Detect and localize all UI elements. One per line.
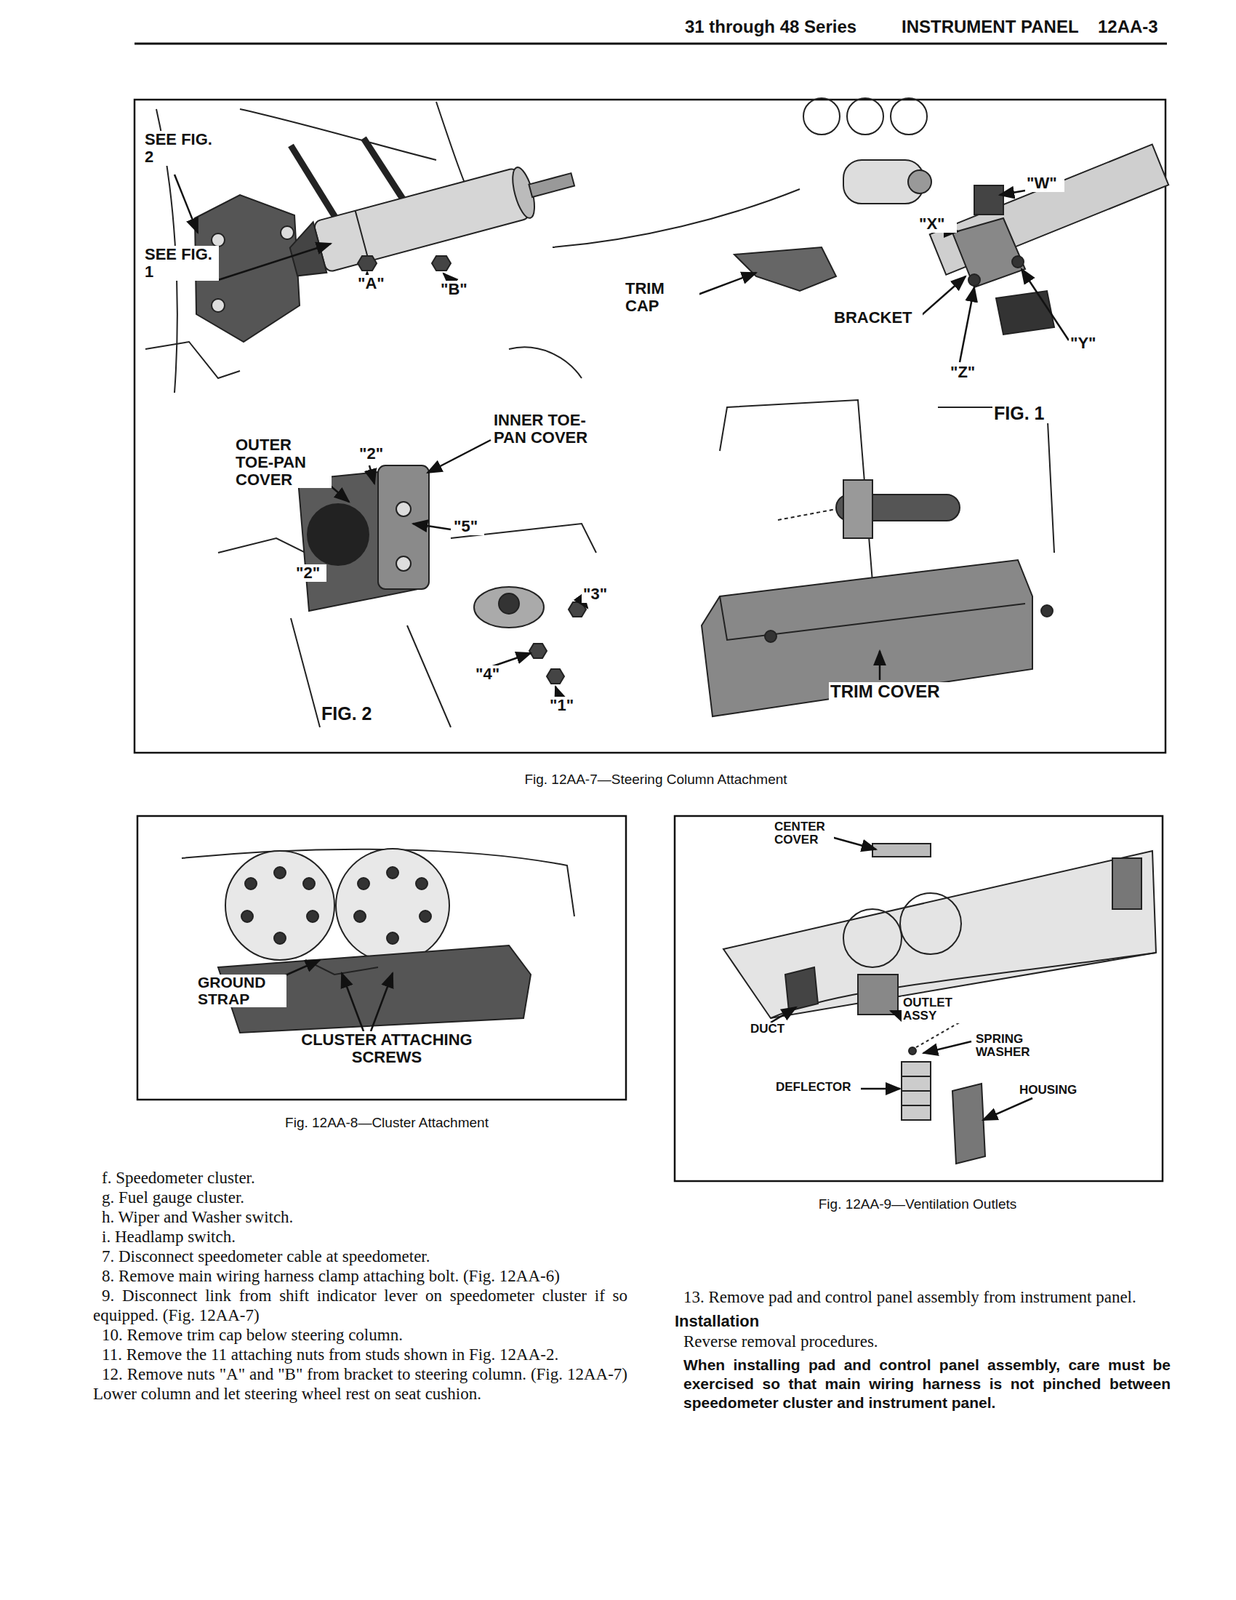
page-number: 12AA-3 [1096,17,1173,37]
step-text: 12. Remove nuts "A" and "B" from bracket… [93,1363,628,1404]
callout-number: "1" [548,696,581,714]
callout-number: "2" [294,564,327,582]
step-text: 13. Remove pad and control panel assembl… [674,1286,1171,1307]
figure-frame [674,815,1163,1181]
cluster-drawing [181,848,575,1033]
figure-frame [137,815,626,1100]
header-text: 31 through 48 Series [683,17,905,37]
header-rule [134,42,1167,46]
part-name: CLUSTER ATTACHING SCREWS [283,1030,491,1066]
step-text: g. Fuel gauge cluster. [93,1187,628,1207]
step-text: h. Wiper and Washer switch. [93,1206,628,1227]
text-column: 13. Remove pad and control panel assembl… [674,1286,1171,1412]
figure-label: FIG. 1 [992,403,1083,424]
section-heading: Installation [674,1310,1171,1332]
body-text: Reverse removal procedures. [674,1331,1171,1351]
figure-caption: Fig. 12AA-8—Cluster Attachment [239,1115,534,1131]
callout-number: "2" [357,444,390,463]
trim-cover-drawing [701,399,1055,717]
bracket-drawing [552,98,1169,335]
part-name: HOUSING [1017,1083,1101,1097]
step-text: 10. Remove trim cap below steering colum… [93,1324,628,1345]
text-column: f. Speedometer cluster.g. Fuel gauge clu… [93,1167,628,1404]
step-text: 11. Remove the 11 attaching nuts from st… [93,1344,628,1364]
part-name: OUTER TOE-PAN COVER [234,436,332,488]
callout-letter: "X" [917,215,957,233]
figure-reference: SEE FIG. 1 [143,245,219,281]
step-text: 7. Disconnect speedometer cable at speed… [93,1246,628,1266]
callout-letter: "Y" [1068,334,1105,352]
part-name: TRIM COVER [828,681,970,701]
callout-number: "3" [581,585,614,603]
callout-letter: "B" [439,280,472,299]
step-text: 9. Disconnect link from shift indicator … [93,1285,628,1325]
callout-letter: "A" [356,274,389,293]
leader-lines [174,174,1069,1120]
part-name: CENTER COVER [772,820,834,848]
figure-label: FIG. 2 [319,703,411,724]
figure-reference: SEE FIG. 2 [143,130,219,166]
callout-letter: "W" [1025,174,1065,192]
step-text: i. Headlamp switch. [93,1226,628,1247]
part-name: INNER TOE-PAN COVER [492,411,590,447]
header-text: INSTRUMENT PANEL [900,17,1093,37]
toe-pan-drawing [218,465,597,728]
part-name: BRACKET [832,309,923,327]
caution-note: When installing pad and control panel as… [683,1355,1171,1412]
callout-number: "5" [452,517,485,536]
part-name: GROUND STRAP [196,974,287,1007]
callout-letter: "Z" [948,363,985,381]
part-name: DUCT [748,1022,810,1036]
figure-frame [134,99,1166,753]
figure-caption: Fig. 12AA-7—Steering Column Attachment [436,772,876,788]
step-text: f. Speedometer cluster. [93,1167,628,1188]
part-name: SPRING WASHER [974,1032,1058,1060]
figure-caption: Fig. 12AA-9—Ventilation Outlets [770,1196,1065,1213]
ventilation-drawing [723,843,1157,1164]
callout-number: "4" [474,665,507,683]
part-name: TRIM CAP [623,279,700,315]
part-name: OUTLET ASSY [901,996,970,1023]
part-name: DEFLECTOR [774,1080,861,1094]
step-text: 8. Remove main wiring harness clamp atta… [93,1265,628,1286]
